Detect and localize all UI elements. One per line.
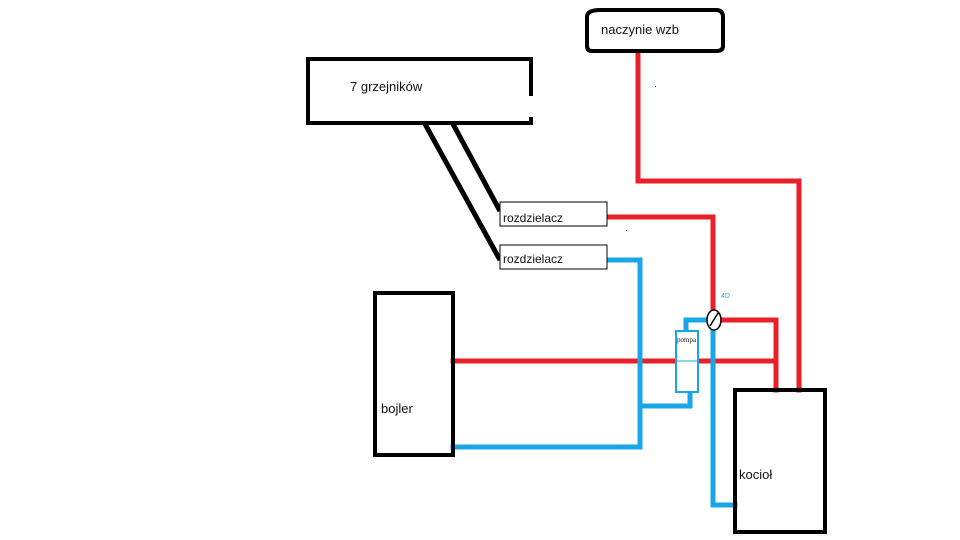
expansion-vessel-box [585, 8, 725, 53]
hot-pipe-expansion-line [635, 52, 802, 393]
bojler-box [373, 291, 455, 457]
radiator-pipes [422, 122, 503, 262]
valve-needle [709, 312, 719, 327]
expansion-vessel-label: naczynie wzb [601, 22, 680, 37]
radiators-label: 7 grzejników [350, 79, 423, 94]
furnace-box [733, 388, 827, 534]
hot-pipe-supply-manifold [604, 214, 716, 311]
cold-pipe-valve-to-furnace [710, 328, 738, 508]
hot-pipe-valve-to-boiler [719, 317, 779, 393]
valve-label: 4D [721, 293, 730, 300]
manifold-supply-box [499, 201, 608, 227]
cold-pipe-pump-top [683, 317, 709, 334]
bojler-label: bojler [381, 401, 413, 416]
radiators-box [306, 57, 533, 125]
stray-dot-1 [655, 86, 656, 87]
radiator-pipe-supply [450, 122, 503, 213]
manifold-supply-label: rozdzielacz [503, 211, 564, 225]
manifold-return-box [499, 244, 608, 270]
radiator-pipe-return [422, 122, 503, 262]
hot-pipes [450, 52, 802, 393]
cold-pipe-to-pump [637, 389, 693, 409]
pump-label: pompa [677, 336, 697, 344]
stray-dot-2 [626, 230, 627, 231]
furnace-label: kocioł [739, 467, 773, 482]
cold-pipe-return-manifold [450, 257, 643, 450]
cold-pipes [450, 257, 738, 508]
manifold-return-label: rozdzielacz [503, 252, 564, 266]
